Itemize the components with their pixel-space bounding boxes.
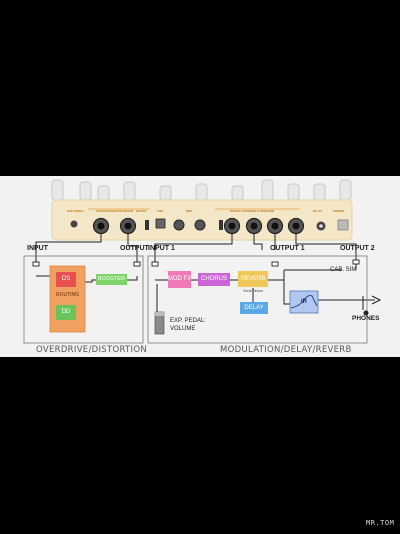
cab-sim-label: CAB. SIM [330,267,357,273]
modulation-panel [147,255,368,344]
output1-label: OUTPUT 1 [270,245,305,252]
plug-icons [32,259,360,267]
overdrive-section-title: OVERDRIVE/DISTORTION [36,345,148,355]
routing-label: ROUTING [55,292,80,299]
delay-box: DELAY [240,302,268,314]
expression-pedal [154,311,165,335]
left-output-label: OUTPUT [120,245,149,252]
panel-label-midi: MIDI [186,209,193,213]
panel-label-power: POWER [333,209,345,213]
panel-jacks [70,217,349,235]
panel-label-boost: BOOST [136,209,147,213]
ds-box: DS [56,272,76,287]
input1-label: INPUT 1 [148,245,175,252]
panel-label-usb: USB [157,209,164,213]
pedal-knobs [51,179,352,201]
left-input-label: INPUT [27,245,48,252]
watermark: MR.TOM [366,519,395,527]
mod-fx-box: MOD FX [168,271,191,288]
phones-jack [363,295,382,316]
exp-pedal-label: EXP. PEDAL: VOLUME [170,318,206,332]
overdrive-panel [23,255,144,344]
ir-box [289,290,319,314]
dd-box: DD [56,305,76,320]
panel-label-modulation: MODULATION/DELAY/REVERB [230,209,275,213]
phones-label: PHONES [352,315,380,322]
panel-label-overdrive: OVERDRIVE/DISTORTION [96,209,133,213]
output2-label: OUTPUT 2 [340,245,375,252]
panel-label-dc9v: DC 9V [313,209,322,213]
booster-box: BOOSTER [96,274,127,285]
modulation-section-title: MODULATION/DELAY/REVERB [220,345,352,355]
send-return-label: Send/Return [243,289,263,294]
chorus-box: CHORUS [198,273,230,286]
ir-curve [290,295,318,309]
reverb-box: REVERB [238,271,268,287]
ir-label: IR [301,298,307,305]
panel-label-exp-pedal: EXP PEDAL [67,209,84,213]
